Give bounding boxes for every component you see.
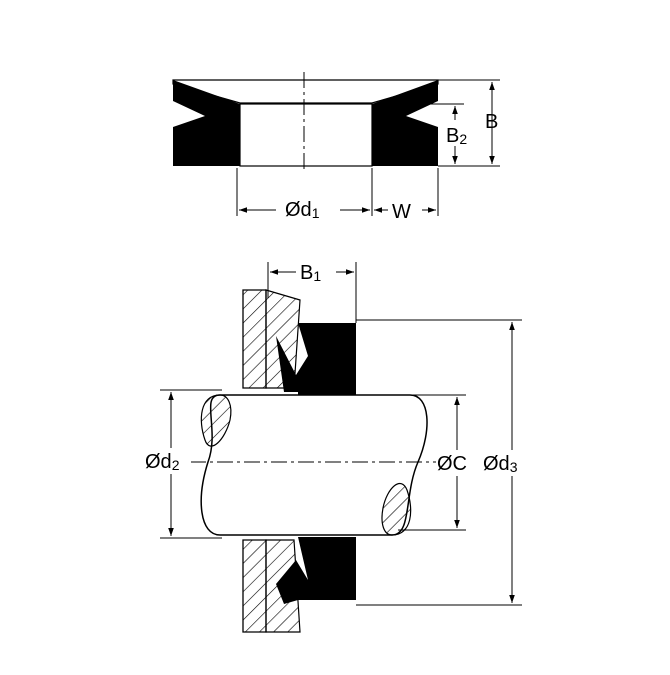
label-w: W	[392, 201, 411, 223]
dimension-labels: Ød1 W B B2 B1 Ød2 ØC Ød3	[143, 111, 534, 476]
label-d3: Ød3	[483, 453, 518, 475]
label-d2: Ød2	[145, 451, 180, 473]
label-b: B	[485, 111, 498, 133]
housing-wall-upper	[242, 289, 267, 389]
seal-right-profile	[372, 80, 438, 166]
top-seal-view	[172, 72, 439, 172]
label-d1: Ød1	[285, 199, 320, 221]
label-b2: B2	[446, 125, 467, 147]
seal-left-profile	[173, 80, 240, 166]
label-c: ØC	[437, 453, 467, 475]
installed-seal-upper	[276, 323, 356, 400]
bottom-assembly-view	[190, 289, 440, 633]
installed-seal-lower	[276, 537, 356, 604]
shaft-break-left	[200, 394, 232, 447]
label-b1: B1	[300, 262, 321, 284]
shaft-break-right	[381, 483, 412, 536]
seal-bore	[239, 103, 373, 167]
housing-wall-lower	[242, 539, 267, 633]
